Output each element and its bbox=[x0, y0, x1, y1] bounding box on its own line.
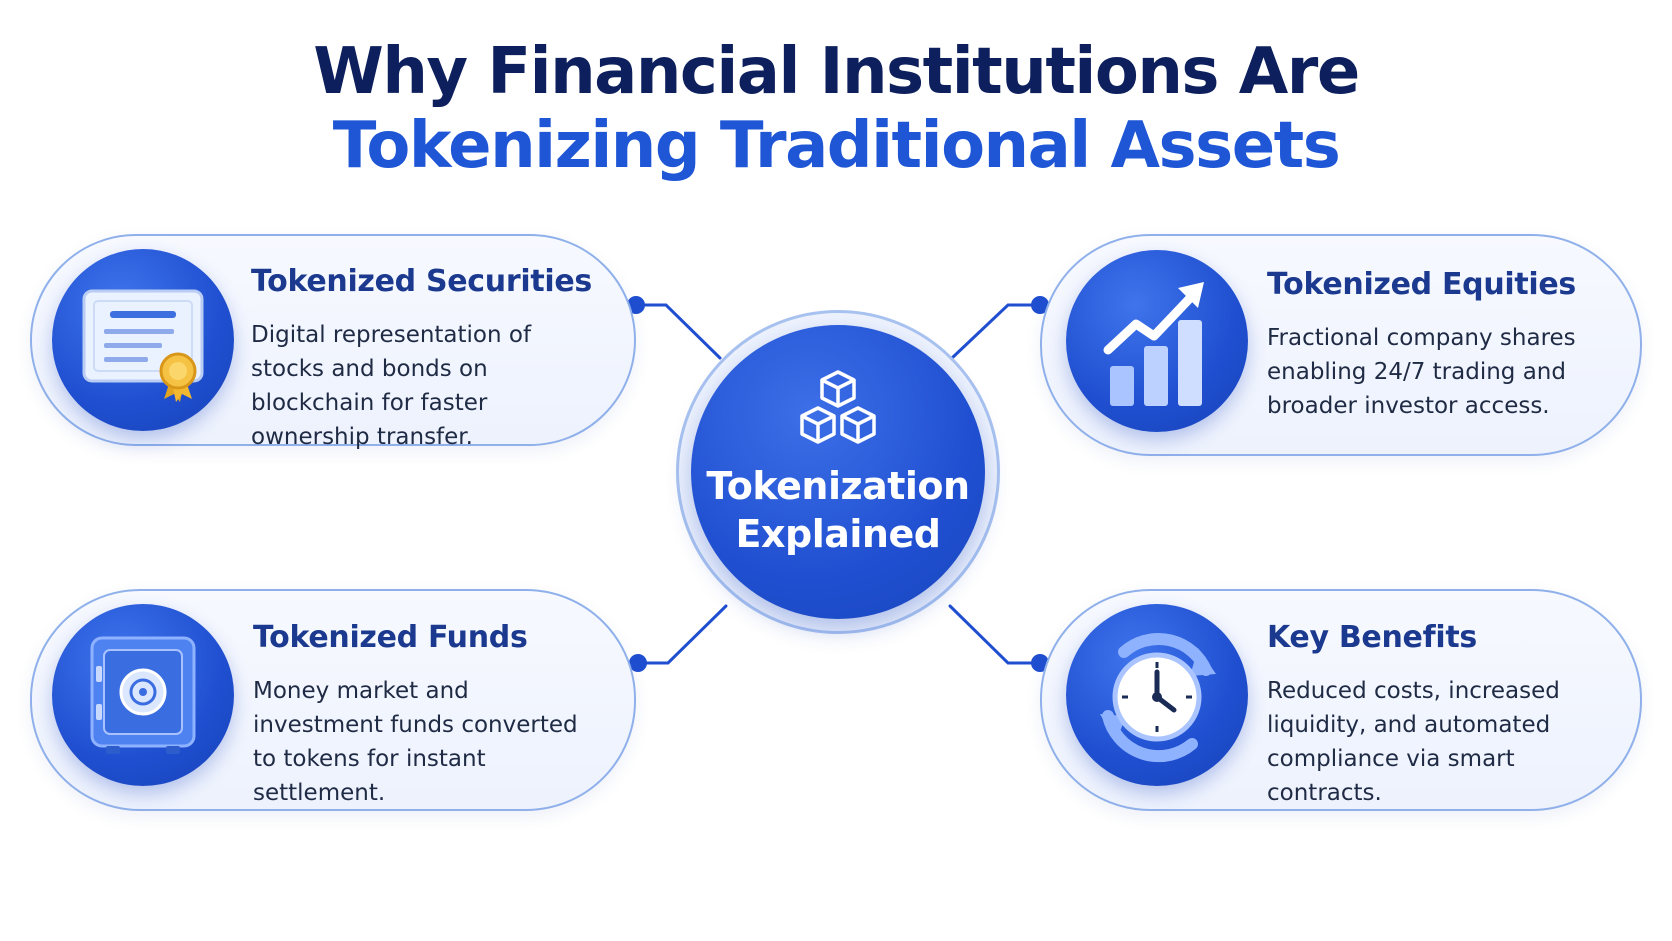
connector-funds bbox=[636, 604, 728, 665]
card-desc-benefits: Reduced costs, increased liquidity, and … bbox=[1267, 678, 1560, 806]
card-title-securities: Tokenized Securities bbox=[251, 264, 592, 299]
clock-refresh-icon bbox=[1066, 604, 1248, 786]
connector-securities bbox=[634, 303, 722, 360]
card-title-benefits: Key Benefits bbox=[1267, 620, 1477, 655]
tokenization-hub bbox=[691, 325, 985, 619]
title-line-2: Tokenizing Traditional Assets bbox=[332, 109, 1341, 183]
title-line-1: Why Financial Institutions Are bbox=[313, 35, 1360, 109]
blocks-cluster-icon bbox=[800, 370, 876, 444]
connector-benefits bbox=[948, 604, 1042, 665]
card-desc-funds: Money market and investment funds conver… bbox=[253, 678, 578, 806]
certificate-icon bbox=[52, 249, 234, 431]
growth-chart-icon bbox=[1066, 250, 1248, 432]
hub-label-line-1: Tokenization bbox=[706, 464, 970, 508]
safe-vault-icon bbox=[52, 604, 234, 786]
hub-label: Tokenization Explained bbox=[691, 462, 985, 558]
card-desc-equities: Fractional company shares enabling 24/7 … bbox=[1267, 325, 1576, 419]
page-title: Why Financial Institutions Are Tokenizin… bbox=[0, 36, 1672, 184]
connector-equities bbox=[950, 303, 1042, 360]
hub-label-line-2: Explained bbox=[735, 512, 941, 556]
card-title-funds: Tokenized Funds bbox=[253, 620, 528, 655]
connector-dot-funds bbox=[629, 654, 647, 672]
card-title-equities: Tokenized Equities bbox=[1267, 267, 1576, 302]
card-desc-securities: Digital representation of stocks and bon… bbox=[251, 322, 532, 450]
